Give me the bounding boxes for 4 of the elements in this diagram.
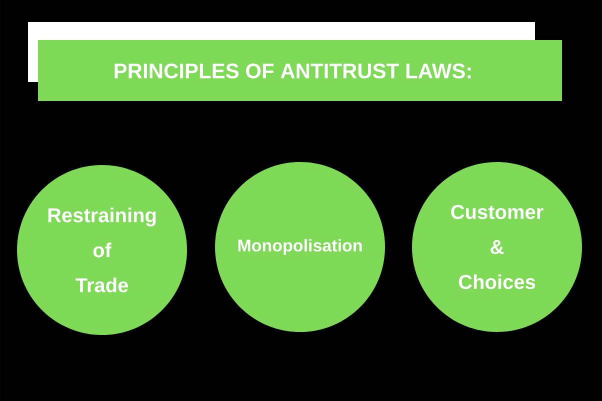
title-banner: PRINCIPLES OF ANTITRUST LAWS: (28, 22, 562, 101)
circle-node: Restraining of Trade (17, 165, 187, 335)
circle-node: Monopolisation (215, 162, 385, 332)
circle-node: Customer & Choices (412, 162, 582, 332)
